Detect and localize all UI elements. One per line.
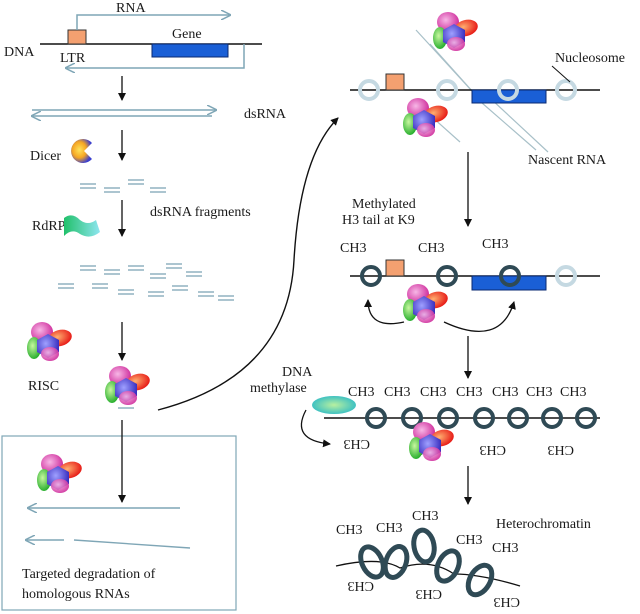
- ch3-row-bottom-flipped: CH3 CH3 CH3 CH3: [344, 436, 574, 457]
- dsrna-fragments-label: dsRNA fragments: [150, 205, 251, 220]
- svg-text:CH3: CH3: [344, 436, 370, 451]
- rna-label: RNA: [116, 1, 146, 16]
- dna-locus: [40, 15, 262, 68]
- svg-text:CH3: CH3: [492, 541, 518, 556]
- rdrp-label: RdRP: [32, 219, 66, 234]
- svg-text:CH3: CH3: [384, 385, 410, 400]
- dna-methylase-label-1: DNA: [282, 365, 313, 380]
- dicer-label: Dicer: [30, 149, 61, 164]
- svg-text:CH3: CH3: [560, 385, 586, 400]
- ch3-mark-1: CH3: [340, 241, 366, 256]
- dsrna-fragments: [80, 179, 166, 193]
- nucleosomes-methylated: [360, 265, 577, 287]
- ch3-row-top: CH3 CH3 CH3 CH3 CH3 CH3 CH3: [348, 385, 586, 400]
- risc-label: RISC: [28, 379, 59, 394]
- ch3-mark-3: CH3: [482, 237, 508, 252]
- svg-text:CH3: CH3: [336, 523, 362, 538]
- ltr-label: LTR: [60, 51, 86, 66]
- targeted-degradation-label-1: Targeted degradation of: [22, 567, 156, 582]
- svg-text:CH3: CH3: [348, 578, 374, 593]
- risc-nascent-icon: [403, 98, 450, 137]
- ltr-box: [67, 29, 87, 45]
- risc-loaded-icon: [105, 366, 152, 409]
- amplified-dsrna-fragments: [58, 263, 234, 301]
- antisense-transcript-arrow: [66, 44, 245, 68]
- gene-label: Gene: [172, 27, 202, 42]
- dsrna-strands: [32, 110, 216, 116]
- svg-text:CH3: CH3: [456, 533, 482, 548]
- ch3-heterochromatin-top: CH3 CH3 CH3 CH3 CH3: [336, 509, 518, 556]
- risc-degradation-icon: [37, 454, 84, 493]
- ltr-box-nucleosome: [385, 73, 405, 91]
- target-rna-strands: [26, 508, 191, 549]
- heterochromatin-nucleosomes: [365, 407, 597, 429]
- svg-text:CH3: CH3: [480, 442, 506, 457]
- svg-text:CH3: CH3: [492, 385, 518, 400]
- risc-complex-icon: [27, 322, 74, 361]
- rdrp-icon: [64, 215, 100, 237]
- compacted-nucleosomes: [358, 527, 495, 598]
- risc-methylation-icon: [403, 284, 450, 323]
- ch3-mark-2: CH3: [418, 241, 444, 256]
- gene-box-nucleosome: [471, 89, 547, 104]
- dna-methylase-icon: [312, 396, 356, 414]
- dsrna-label: dsRNA: [244, 107, 287, 122]
- gene-box: [151, 43, 229, 58]
- methylated-label-1: Methylated: [352, 197, 416, 212]
- svg-text:CH3: CH3: [376, 521, 402, 536]
- degradation-box: [1, 435, 237, 611]
- svg-text:CH3: CH3: [416, 586, 442, 601]
- heterochromatin-label: Heterochromatin: [496, 517, 591, 532]
- svg-text:CH3: CH3: [348, 385, 374, 400]
- svg-text:CH3: CH3: [420, 385, 446, 400]
- targeted-degradation-label-2: homologous RNAs: [22, 587, 130, 602]
- svg-text:CH3: CH3: [456, 385, 482, 400]
- nascent-rna-label: Nascent RNA: [528, 153, 607, 168]
- ltr-box-methylated: [385, 259, 405, 277]
- curved-transition-arrow: [157, 117, 339, 411]
- risc-top-icon: [433, 12, 480, 51]
- dna-label: DNA: [4, 45, 35, 60]
- nucleosomes-unmodified: [358, 79, 577, 101]
- svg-text:CH3: CH3: [412, 509, 438, 524]
- dicer-icon: [71, 139, 92, 163]
- svg-text:CH3: CH3: [526, 385, 552, 400]
- methylated-label-2: H3 tail at K9: [342, 213, 415, 228]
- rna-transcript-arrow: [76, 15, 230, 30]
- svg-text:CH3: CH3: [548, 442, 574, 457]
- nucleosome-label: Nucleosome: [555, 51, 625, 66]
- ch3-heterochromatin-bottom-flipped: CH3 CH3 CH3: [348, 578, 520, 609]
- svg-text:CH3: CH3: [494, 594, 520, 609]
- dna-methylase-label-2: methylase: [250, 381, 307, 396]
